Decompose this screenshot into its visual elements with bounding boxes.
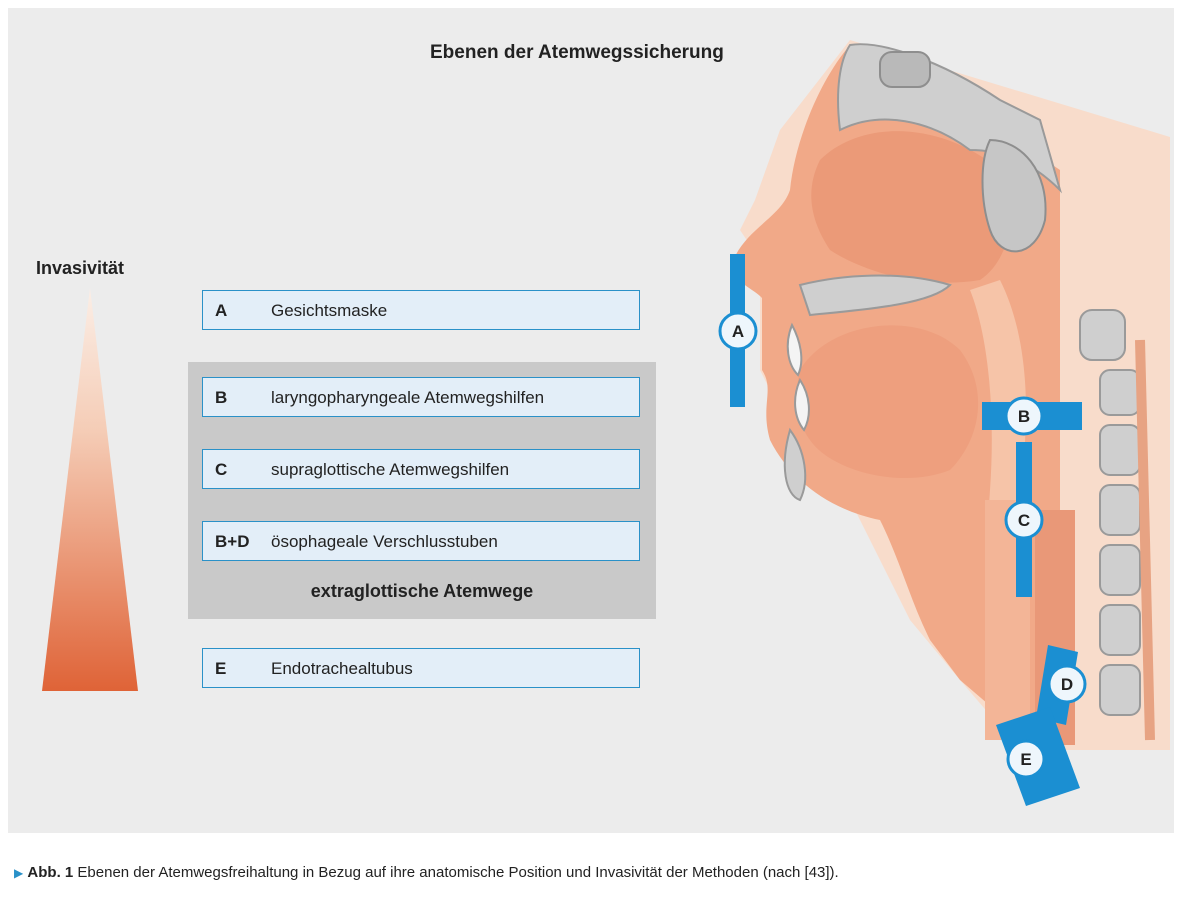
sinus-bone <box>880 52 930 87</box>
level-row-b: B laryngopharyngeale Atemwegshilfen <box>202 377 640 417</box>
marker-d: D <box>1049 666 1085 702</box>
level-row-bd: B+D ösophageale Verschlusstuben <box>202 521 640 561</box>
marker-c: C <box>1006 502 1042 538</box>
level-text: supraglottische Atemwegshilfen <box>271 460 509 480</box>
level-text: ösophageale Verschlusstuben <box>271 532 498 552</box>
marker-b: B <box>1006 398 1042 434</box>
level-row-e: E Endotrachealtubus <box>202 648 640 688</box>
marker-a: A <box>720 313 756 349</box>
marker-d-label: D <box>1061 675 1073 694</box>
invasiveness-label: Invasivität <box>36 258 124 279</box>
marker-c-label: C <box>1018 511 1030 530</box>
level-row-c: C supraglottische Atemwegshilfen <box>202 449 640 489</box>
figure-caption: ▶ Abb. 1 Ebenen der Atemwegsfreihaltung … <box>14 864 839 881</box>
marker-a-label: A <box>732 322 744 341</box>
marker-e: E <box>1008 741 1044 777</box>
group-label: extraglottische Atemwege <box>188 581 656 602</box>
level-letter: B <box>215 388 227 408</box>
level-letter: C <box>215 460 227 480</box>
level-text: laryngopharyngeale Atemwegshilfen <box>271 388 544 408</box>
level-text: Endotrachealtubus <box>271 659 413 679</box>
diagram-title: Ebenen der Atemwegssicherung <box>430 42 724 64</box>
invasiveness-triangle <box>42 288 138 691</box>
level-letter: B+D <box>215 532 249 552</box>
airway-anatomy-illustration: A B C D E <box>700 40 1170 810</box>
marker-e-label: E <box>1020 750 1031 769</box>
marker-b-label: B <box>1018 407 1030 426</box>
level-letter: A <box>215 301 227 321</box>
caption-marker-icon: ▶ <box>14 866 23 880</box>
level-row-a: A Gesichtsmaske <box>202 290 640 330</box>
level-letter: E <box>215 659 226 679</box>
caption-label: Abb. 1 <box>27 864 73 881</box>
caption-text: Ebenen der Atemwegsfreihaltung in Bezug … <box>77 864 838 881</box>
level-text: Gesichtsmaske <box>271 301 387 321</box>
